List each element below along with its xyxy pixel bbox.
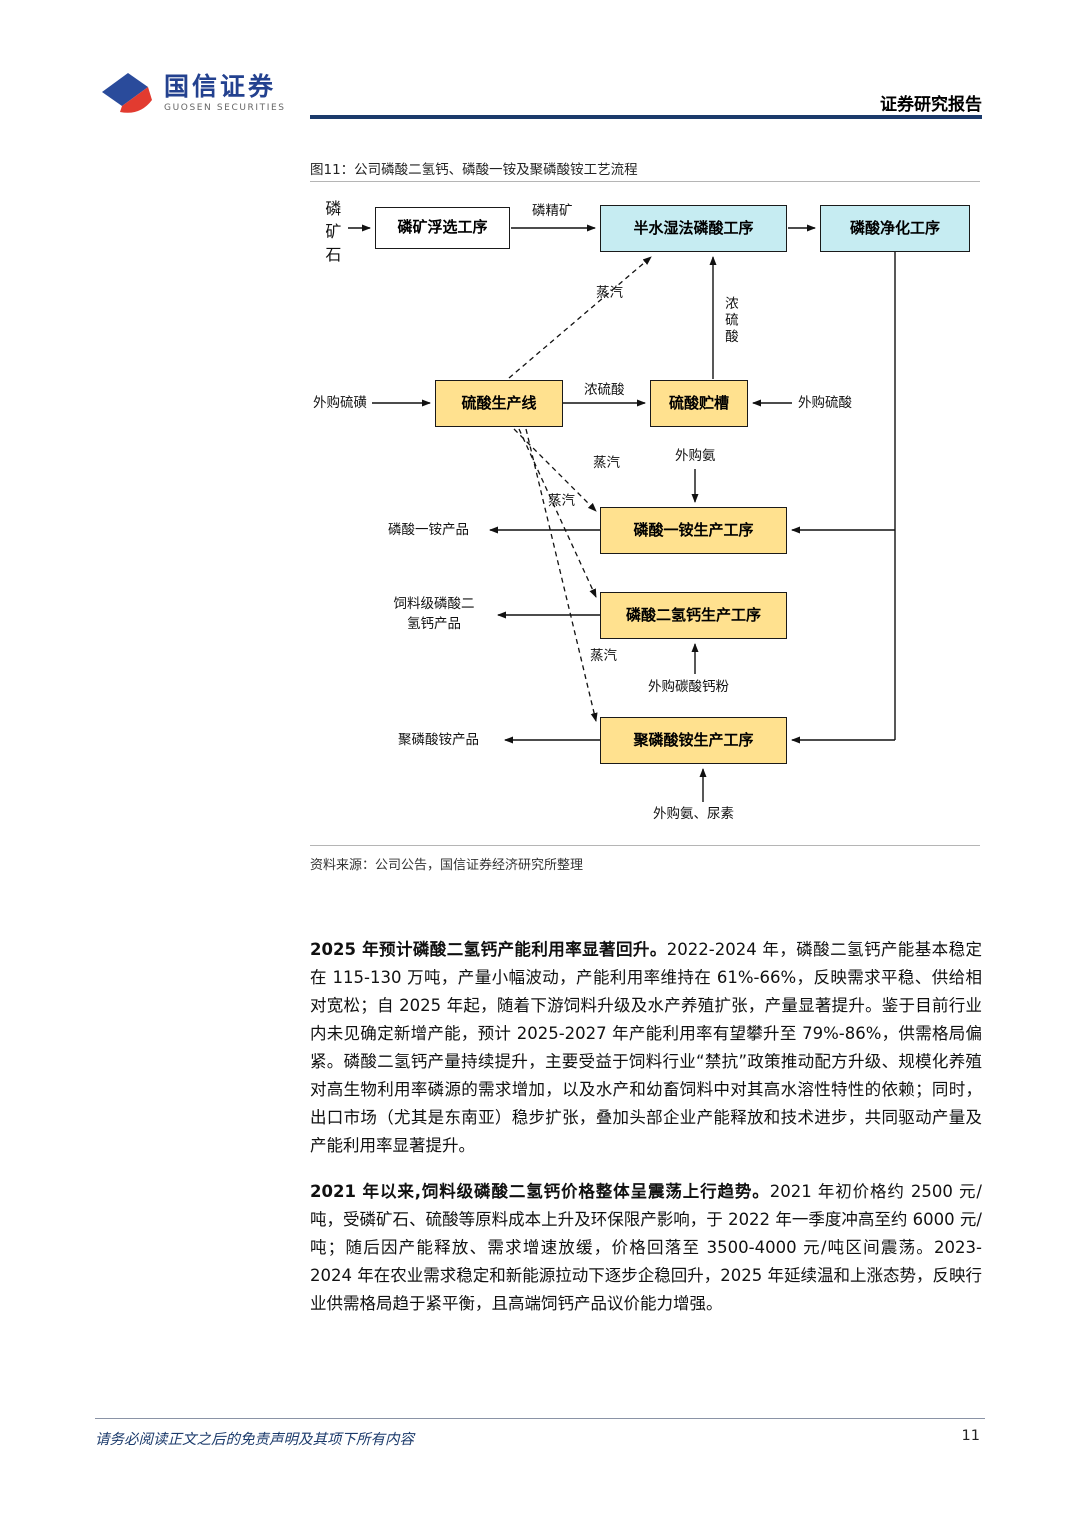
node-sulfuric-tank: 硫酸贮槽: [650, 380, 748, 427]
paragraph-1-lead: 2025 年预计磷酸二氢钙产能利用率显著回升。: [310, 940, 667, 959]
node-flotation: 磷矿浮选工序: [375, 207, 510, 249]
footer-divider: [95, 1418, 985, 1419]
guosen-logo-icon: [102, 73, 152, 113]
label-purchased-sulfur: 外购硫磺: [313, 395, 367, 411]
figure-bottom-divider: [310, 845, 980, 846]
node-semi-hydrate: 半水湿法磷酸工序: [600, 205, 787, 252]
node-purification: 磷酸净化工序: [820, 205, 970, 252]
flow-arrows: [348, 224, 896, 802]
process-flow-diagram: 磷矿浮选工序 半水湿法磷酸工序 磷酸净化工序 硫酸生产线 硫酸贮槽 磷酸一铵生产…: [308, 192, 980, 840]
node-app-unit: 聚磷酸铵生产工序: [600, 717, 787, 764]
label-mcp-product: 饲料级磷酸二 氢钙产品: [393, 596, 475, 633]
page-number: 11: [961, 1428, 980, 1444]
figure-source: 资料来源：公司公告，国信证券经济研究所整理: [310, 858, 584, 873]
brand-name-cn: 国信证券: [164, 71, 277, 101]
footer-disclaimer: 请务必阅读正文之后的免责声明及其项下所有内容: [95, 1432, 414, 1448]
brand-name-en: GUOSEN SECURITIES: [164, 103, 286, 114]
paragraph-2-lead: 2021 年以来,饲料级磷酸二氢钙价格整体呈震荡上行趋势。: [310, 1182, 770, 1201]
label-conc-sulfuric-acid: 浓硫酸: [584, 382, 625, 398]
report-type-label: 证券研究报告: [880, 95, 982, 115]
label-concentrate: 磷精矿: [532, 203, 573, 219]
label-purchased-caco3: 外购碳酸钙粉: [648, 679, 729, 695]
label-map-product: 磷酸一铵产品: [388, 522, 469, 538]
paragraph-2-text: 2021 年初价格约 2500 元/吨，受磷矿石、硫酸等原料成本上升及环保限产影…: [310, 1182, 982, 1313]
paragraph-1-text: 2022-2024 年，磷酸二氢钙产能基本稳定在 115-130 万吨，产量小幅…: [310, 940, 983, 1155]
node-sulfuric-line: 硫酸生产线: [435, 380, 563, 427]
label-phosphate-ore: 磷矿石: [322, 200, 342, 269]
label-purchased-sulfuric: 外购硫酸: [798, 395, 852, 411]
guosen-logo: 国信证券 GUOSEN SECURITIES: [98, 70, 286, 116]
label-purchased-ammonia-urea: 外购氨、尿素: [653, 806, 734, 822]
label-purchased-ammonia: 外购氨: [675, 448, 716, 464]
node-mcp-unit: 磷酸二氢钙生产工序: [600, 592, 787, 639]
paragraph-capacity-utilization: 2025 年预计磷酸二氢钙产能利用率显著回升。2022-2024 年，磷酸二氢钙…: [310, 936, 982, 1160]
figure-caption: 图11：公司磷酸二氢钙、磷酸一铵及聚磷酸铵工艺流程: [310, 162, 638, 178]
caption-divider: [310, 181, 980, 182]
label-app-product: 聚磷酸铵产品: [398, 732, 479, 748]
node-map-unit: 磷酸一铵生产工序: [600, 507, 787, 554]
label-steam-1: 蒸汽: [596, 285, 623, 301]
label-steam-2: 蒸汽: [593, 455, 620, 471]
label-steam-3: 蒸汽: [548, 493, 575, 509]
header-divider: [310, 115, 982, 119]
label-conc-sulfuric-acid-v: 浓硫酸: [721, 296, 738, 346]
paragraph-price-trend: 2021 年以来,饲料级磷酸二氢钙价格整体呈震荡上行趋势。2021 年初价格约 …: [310, 1178, 982, 1318]
label-steam-4: 蒸汽: [590, 648, 617, 664]
